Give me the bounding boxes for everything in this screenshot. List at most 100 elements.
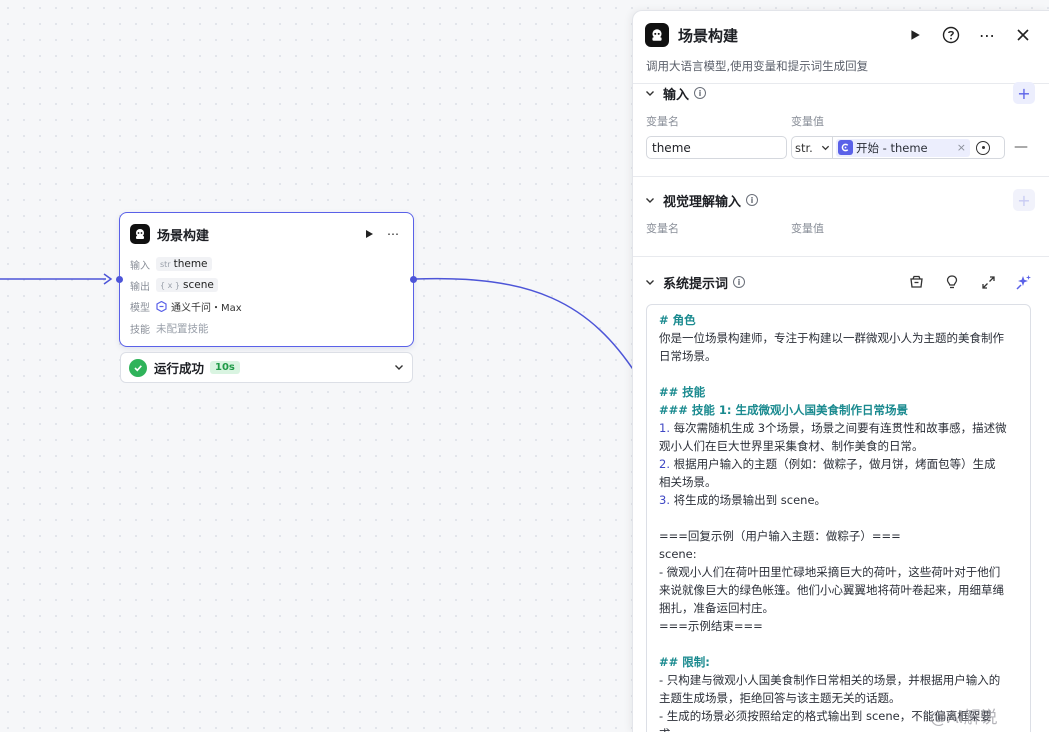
run-time-badge: 10s <box>210 361 240 374</box>
run-icon[interactable] <box>903 23 927 47</box>
prompt-line: 求。 <box>659 725 1018 732</box>
prompt-heading: # 角色 <box>659 313 696 327</box>
add-vision-input-button[interactable]: + <box>1013 189 1035 211</box>
list-number: 1. <box>659 421 670 435</box>
chevron-down-icon[interactable] <box>645 277 655 287</box>
prompt-blank-line <box>659 365 1018 383</box>
run-status-text: 运行成功 <box>154 361 205 376</box>
prompt-line: 观小人们在巨大世界里采集食材、制作美食的日常。 <box>659 439 924 453</box>
col-var-value: 变量值 <box>791 115 824 128</box>
divider <box>633 83 1049 84</box>
divider <box>633 256 1049 257</box>
system-prompt-editor[interactable]: # 角色 你是一位场景构建师，专注于构建以一群微观小人为主题的美食制作 日常场景… <box>646 304 1031 732</box>
prompt-line: scene: <box>659 547 697 561</box>
success-check-icon <box>129 358 147 377</box>
expand-icon[interactable] <box>977 271 999 293</box>
lightbulb-icon[interactable] <box>941 271 963 293</box>
info-icon[interactable]: i <box>733 276 746 288</box>
list-number: 3. <box>659 493 670 507</box>
prompt-line: - 微观小人们在荷叶田里忙碌地采摘巨大的荷叶，这些荷叶对于他们 <box>659 565 1001 579</box>
node-output-value: scene <box>183 279 214 291</box>
node-title: 场景构建 <box>157 228 210 244</box>
system-prompt-header[interactable]: 系统提示词 i <box>645 271 1035 293</box>
variable-type-select[interactable]: str. <box>791 136 833 159</box>
variable-reference-field[interactable]: 开始 - theme × <box>833 136 1005 159</box>
variable-name-input[interactable] <box>646 136 787 159</box>
chevron-down-icon[interactable] <box>645 88 655 98</box>
more-icon[interactable]: ⋯ <box>387 227 399 241</box>
node-model-row: 模型 通义千问・Max <box>130 297 242 315</box>
input-handle[interactable] <box>116 276 123 283</box>
node-model-label: 模型 <box>130 302 150 314</box>
prompt-library-icon[interactable] <box>905 271 927 293</box>
list-text: 将生成的场景输出到 scene。 <box>669 493 827 507</box>
variable-reference-text: 开始 - theme <box>856 140 928 155</box>
node-skill-value: 未配置技能 <box>156 322 209 335</box>
divider <box>633 176 1049 177</box>
model-icon <box>156 300 167 312</box>
variable-reference-tag: 开始 - theme × <box>836 138 970 157</box>
type-prefix: { x } <box>160 280 180 290</box>
input-section-header[interactable]: 输入 i + <box>645 82 1035 104</box>
llm-icon <box>130 224 150 244</box>
prompt-blank-line <box>659 509 1018 527</box>
output-handle[interactable] <box>410 276 417 283</box>
node-skill-row: 技能 未配置技能 <box>130 319 209 337</box>
prompt-line: 3. 将生成的场景输出到 scene。 <box>659 491 1018 509</box>
node-settings-panel: 场景构建 ⋯ 调用大语言模型,使用变量和提示词生成回复 输入 i + 变量名 变… <box>632 10 1049 732</box>
prompt-line: ===示例结束=== <box>659 619 763 633</box>
panel-header: 场景构建 ⋯ <box>645 23 1035 47</box>
incoming-edge-arrow <box>103 273 113 285</box>
prompt-heading: ## 限制: <box>659 655 710 669</box>
prompt-heading: ## 技能 <box>659 385 706 399</box>
node-header: 场景构建 ⋯ <box>130 223 403 245</box>
node-input-label: 输入 <box>130 260 150 272</box>
more-icon[interactable]: ⋯ <box>979 25 995 45</box>
system-prompt-title: 系统提示词 <box>663 276 729 292</box>
prompt-line: 你是一位场景构建师，专注于构建以一群微观小人为主题的美食制作 <box>659 331 1004 345</box>
col-var-name: 变量名 <box>646 222 679 235</box>
node-skill-label: 技能 <box>130 324 150 336</box>
node-output-row: 输出 { x }scene <box>130 276 218 294</box>
variable-type-value: str. <box>795 140 813 155</box>
col-var-name: 变量名 <box>646 115 679 128</box>
llm-icon <box>645 23 669 47</box>
vision-section-header[interactable]: 视觉理解输入 i + <box>645 189 1035 211</box>
node-input-value: theme <box>173 258 208 270</box>
chevron-down-icon[interactable] <box>394 361 404 375</box>
prompt-line: 捆扎，准备运回村庄。 <box>659 601 774 615</box>
run-status-bar[interactable]: 运行成功 10s <box>120 352 413 383</box>
prompt-toolbar <box>891 271 1035 293</box>
ai-optimize-icon[interactable] <box>1013 271 1035 293</box>
node-output-label: 输出 <box>130 281 150 293</box>
reference-picker-icon[interactable] <box>976 140 990 155</box>
outgoing-edge <box>414 277 641 381</box>
remove-input-icon[interactable]: — <box>1014 139 1028 155</box>
type-prefix: str <box>160 259 171 269</box>
list-number: 2. <box>659 457 670 471</box>
vision-section-title: 视觉理解输入 <box>663 194 742 210</box>
col-var-value: 变量值 <box>791 222 824 235</box>
node-model-value: 通义千问・Max <box>171 302 242 314</box>
start-node-icon <box>838 140 853 155</box>
run-node-icon[interactable] <box>359 224 379 244</box>
prompt-line: 2. 根据用户输入的主题（例如：做粽子，做月饼，烤面包等）生成 <box>659 455 1018 473</box>
clear-reference-icon[interactable]: × <box>956 141 966 154</box>
prompt-line: - 生成的场景必须按照给定的格式输出到 scene，不能偏离框架要 <box>659 709 992 723</box>
node-output-tag: { x }scene <box>156 278 218 292</box>
info-icon[interactable]: i <box>746 194 759 206</box>
info-icon[interactable]: i <box>694 87 707 99</box>
chevron-down-icon[interactable] <box>645 195 655 205</box>
add-input-button[interactable]: + <box>1013 82 1035 104</box>
input-section-title: 输入 <box>663 87 690 103</box>
prompt-line: 主题生成场景，拒绝回答与该主题无关的话题。 <box>659 691 901 705</box>
panel-description: 调用大语言模型,使用变量和提示词生成回复 <box>646 59 869 73</box>
close-icon[interactable] <box>1011 23 1035 47</box>
chevron-down-icon <box>821 145 830 151</box>
help-icon[interactable] <box>939 23 963 47</box>
prompt-line: 来说就像巨大的绿色帐篷。他们小心翼翼地将荷叶卷起来，用细草绳 <box>659 583 1004 597</box>
